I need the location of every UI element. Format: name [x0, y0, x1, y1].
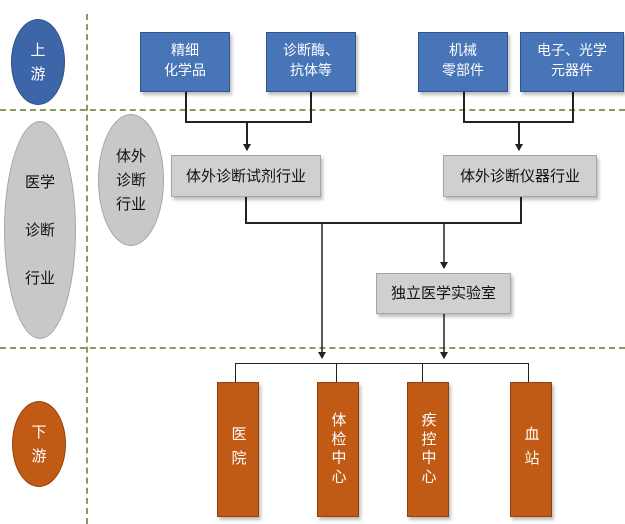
box-ivd-instrument-industry: 体外诊断仪器行业 — [443, 155, 597, 197]
box-electronic-optical: 电子、光学 元器件 — [520, 32, 624, 92]
box-cdc: 疾控中心 — [407, 382, 449, 517]
connector — [185, 92, 187, 122]
connector — [310, 92, 312, 122]
box-ivd-reagent-industry: 体外诊断试剂行业 — [171, 155, 321, 197]
connector — [520, 197, 522, 223]
region-ivd-label: 体外 诊断 行业 — [98, 114, 164, 246]
divider-upper — [0, 109, 625, 111]
connector — [422, 363, 423, 383]
connector — [463, 92, 465, 122]
region-downstream-label: 下 游 — [12, 401, 66, 487]
box-fine-chemicals: 精细 化学品 — [140, 32, 230, 92]
region-upstream-label: 上 游 — [11, 19, 65, 105]
box-enzymes-antibodies: 诊断酶、 抗体等 — [266, 32, 356, 92]
box-hospital: 医院 — [217, 382, 259, 517]
box-checkup-center: 体检中心 — [317, 382, 359, 517]
connector — [185, 121, 312, 123]
divider-lower — [0, 347, 625, 349]
region-medical-label: 医学 诊断 行业 — [4, 121, 76, 339]
connector — [245, 197, 247, 223]
box-mechanical-parts: 机械 零部件 — [418, 32, 508, 92]
connector — [572, 92, 574, 122]
divider-vertical — [86, 14, 88, 524]
connector — [235, 363, 529, 364]
box-independent-lab: 独立医学实验室 — [376, 273, 511, 314]
box-blood-station: 血站 — [510, 382, 552, 517]
connector — [336, 363, 337, 383]
connector — [235, 363, 236, 383]
connector — [245, 222, 522, 224]
connector — [528, 363, 529, 383]
